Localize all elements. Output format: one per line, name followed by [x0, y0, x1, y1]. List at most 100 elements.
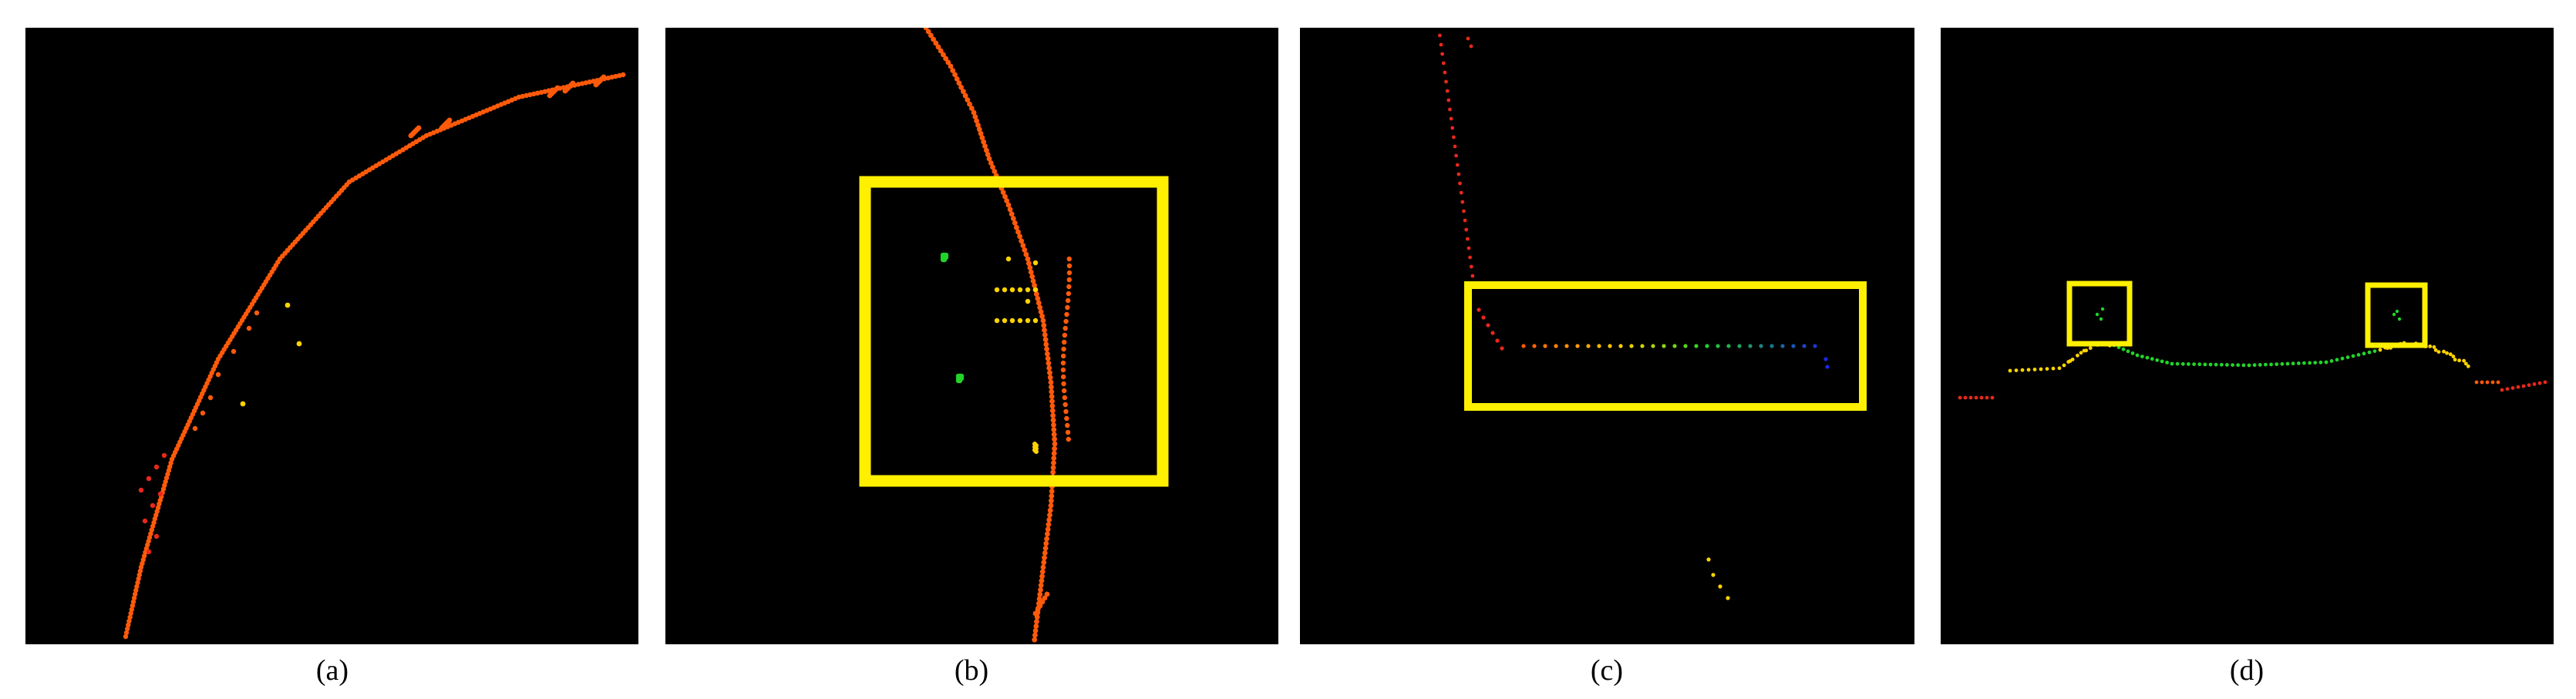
lidar-point	[153, 464, 160, 470]
lidar-point	[1608, 344, 1612, 348]
lidar-point	[136, 576, 141, 582]
lidar-point	[1453, 144, 1457, 149]
lidar-point	[1061, 381, 1066, 387]
lidar-point	[1042, 595, 1048, 601]
lidar-point	[150, 502, 156, 509]
lidar-point	[961, 89, 966, 95]
lidar-point	[2428, 344, 2433, 348]
lidar-point	[1706, 557, 1711, 562]
lidar-point	[1042, 327, 1047, 333]
lidar-point	[1974, 395, 1978, 400]
lidar-point	[524, 92, 529, 99]
lidar-point	[1035, 296, 1041, 301]
lidar-point	[130, 599, 136, 605]
panel-c-point-cloud	[1438, 33, 1867, 600]
lidar-point	[142, 518, 148, 524]
lidar-point	[1449, 116, 1453, 121]
lidar-point	[968, 106, 975, 111]
lidar-point	[576, 82, 581, 87]
lidar-point	[952, 72, 958, 78]
lidar-point	[1032, 287, 1039, 293]
lidar-point	[125, 626, 130, 632]
lidar-point	[957, 378, 963, 384]
panel-d-points	[1958, 307, 2547, 400]
lidar-point	[2014, 368, 2019, 372]
lidar-point	[2302, 361, 2306, 365]
lidar-point	[2537, 381, 2542, 385]
lidar-point	[138, 487, 144, 493]
lidar-point	[138, 564, 144, 570]
lidar-point	[1049, 394, 1055, 399]
panel-b-point-cloud	[859, 28, 1169, 643]
lidar-point	[1958, 395, 1962, 400]
lidar-point	[1049, 489, 1055, 494]
lidar-point	[925, 29, 931, 35]
lidar-point	[123, 630, 130, 636]
lidar-point	[1049, 403, 1056, 409]
lidar-point	[2372, 349, 2377, 353]
lidar-point	[2543, 380, 2547, 385]
lidar-point	[1026, 260, 1032, 267]
lidar-point	[296, 341, 302, 347]
lidar-point	[1968, 395, 1973, 400]
lidar-point	[1061, 374, 1066, 380]
lidar-point	[215, 371, 221, 378]
lidar-point	[1050, 469, 1056, 476]
lidar-point	[1448, 107, 1452, 112]
lidar-point	[148, 531, 153, 536]
lidar-point	[2160, 359, 2164, 364]
lidar-point	[1718, 584, 1722, 589]
lidar-point	[1046, 517, 1052, 523]
lidar-point	[166, 468, 172, 473]
lidar-point	[1500, 346, 1504, 351]
lidar-point	[2155, 358, 2160, 362]
lidar-point	[1039, 599, 1046, 605]
lidar-point	[1033, 623, 1039, 629]
lidar-point	[1441, 61, 1446, 66]
lidar-point	[1037, 304, 1043, 311]
lidar-point	[136, 572, 142, 578]
lidar-point	[1459, 190, 1463, 195]
lidar-point	[975, 123, 981, 128]
lidar-point	[1455, 163, 1460, 167]
lidar-point	[246, 325, 252, 331]
lidar-point	[128, 610, 133, 617]
lidar-point	[542, 89, 547, 95]
lidar-point	[962, 92, 968, 99]
lidar-point	[2351, 354, 2355, 358]
lidar-point	[1041, 322, 1047, 328]
lidar-point	[1064, 311, 1069, 318]
lidar-point	[1050, 417, 1056, 423]
lidar-point	[1004, 198, 1010, 203]
lidar-point	[2039, 367, 2043, 371]
lidar-point	[984, 147, 989, 153]
lidar-point	[192, 425, 198, 432]
lidar-point	[1521, 344, 1526, 348]
lidar-point	[967, 101, 972, 107]
lidar-point	[1002, 318, 1008, 324]
lidar-point	[1469, 264, 1473, 269]
panel-c-lidar-view	[1300, 28, 1914, 644]
lidar-point	[154, 509, 160, 514]
lidar-point	[2070, 358, 2075, 361]
panel-b-highlight-box	[859, 176, 1169, 487]
lidar-point	[1005, 202, 1012, 208]
lidar-point	[2356, 353, 2361, 357]
lidar-point	[992, 169, 998, 174]
lidar-point	[1014, 224, 1019, 230]
lidar-point	[2457, 358, 2461, 363]
lidar-point	[157, 501, 162, 507]
lidar-point	[1065, 422, 1070, 428]
lidar-point	[1042, 332, 1048, 338]
lidar-point	[1023, 251, 1029, 257]
lidar-point	[240, 401, 246, 407]
lidar-point	[2474, 380, 2479, 385]
lidar-point	[2062, 363, 2066, 368]
lidar-point	[613, 73, 618, 79]
lidar-point	[2264, 362, 2268, 367]
lidar-point	[1450, 126, 1455, 130]
lidar-point	[617, 72, 622, 79]
lidar-point	[1044, 536, 1049, 542]
lidar-point	[943, 55, 948, 62]
lidar-point	[1051, 450, 1057, 456]
